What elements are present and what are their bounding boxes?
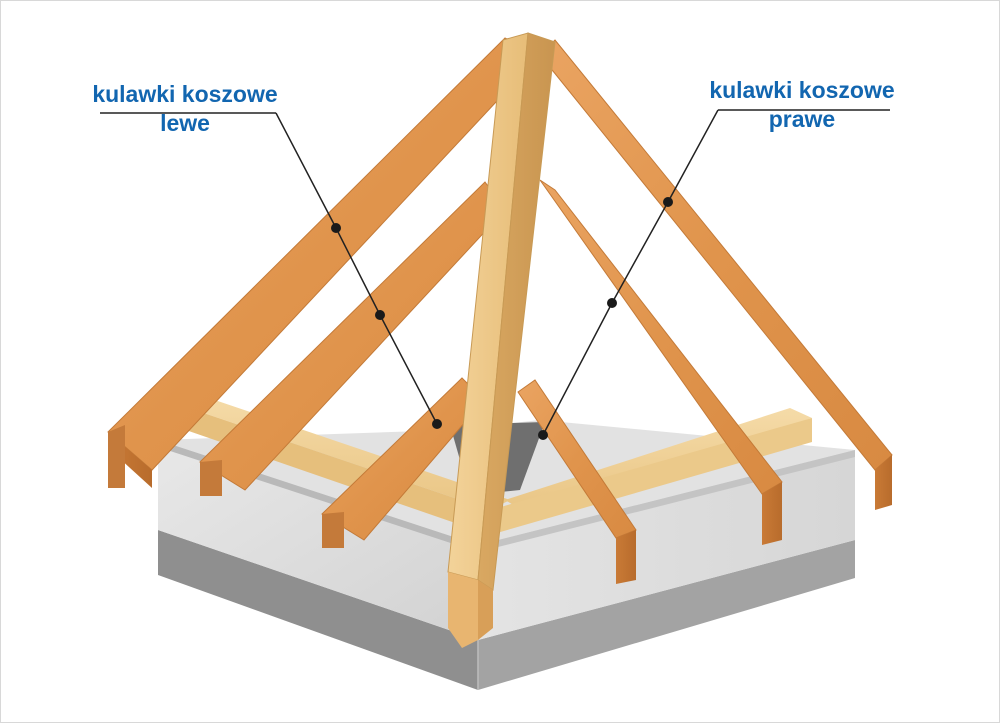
marker-dot — [538, 430, 548, 440]
marker-dot — [331, 223, 341, 233]
right-leader-line — [542, 109, 719, 436]
marker-dot — [375, 310, 385, 320]
label-left-line2: lewe — [160, 110, 210, 136]
marker-dot — [663, 197, 673, 207]
left-leader-line — [275, 112, 438, 425]
rafters-back — [107, 37, 893, 510]
valley-rafter — [447, 32, 556, 648]
marker-dot — [432, 419, 442, 429]
marker-dot — [607, 298, 617, 308]
leader-lines — [100, 109, 890, 436]
label-left-jack-rafters: kulawki koszowe lewe — [90, 80, 280, 138]
label-left-line1: kulawki koszowe — [92, 81, 278, 107]
label-right-jack-rafters: kulawki koszowe prawe — [707, 76, 897, 134]
label-right-line2: prawe — [768, 106, 836, 132]
leader-dots — [331, 197, 673, 440]
jack-rafters — [199, 179, 783, 584]
label-right-line1: kulawki koszowe — [709, 77, 895, 103]
